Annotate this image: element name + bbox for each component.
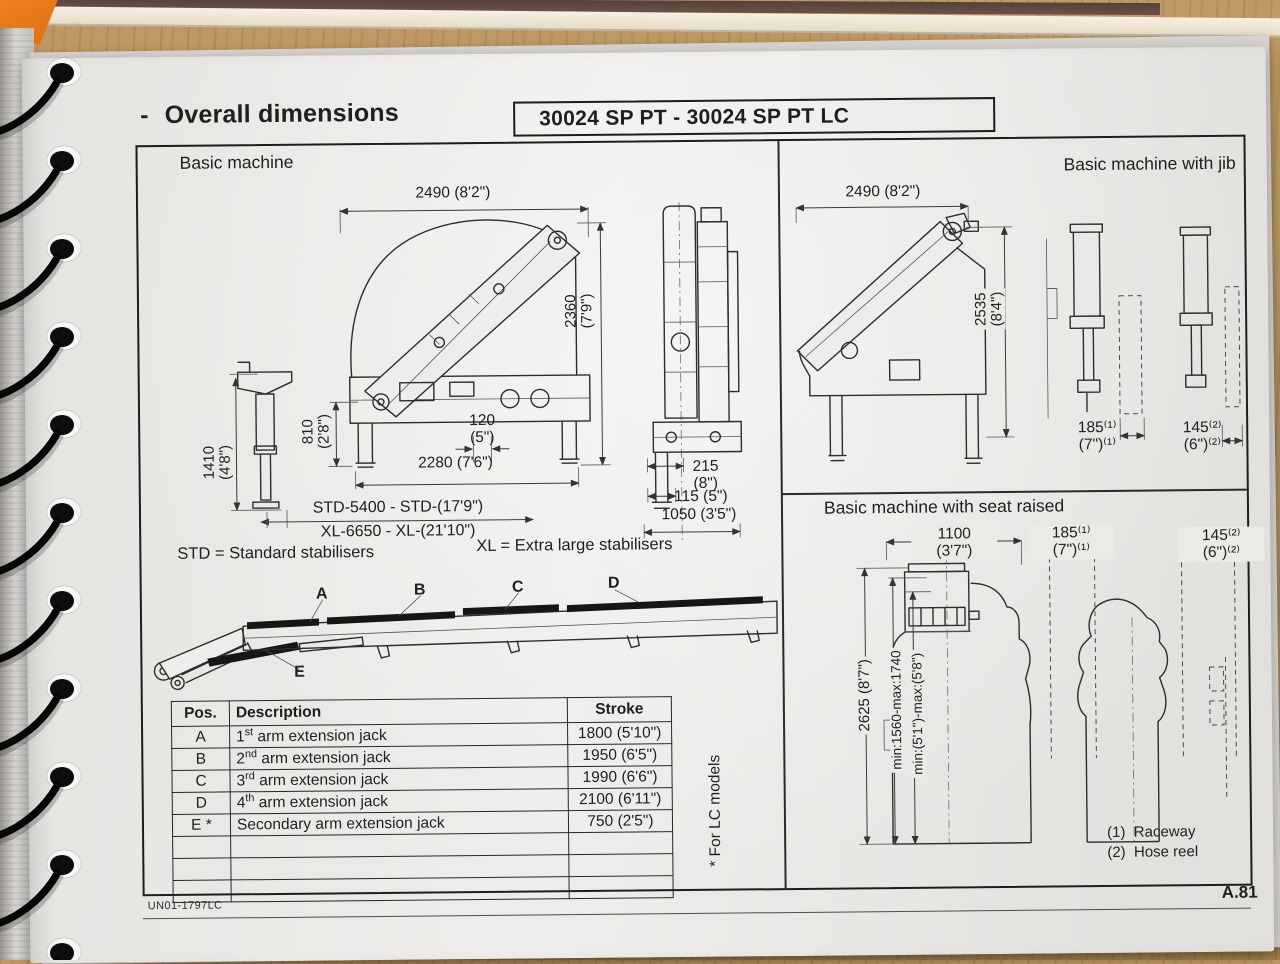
jib-dim-width: 2490 (8'2")	[803, 182, 963, 201]
jib-dim-raceway: 185⁽¹⁾ (7")⁽¹⁾	[1057, 419, 1137, 454]
boom-extension-drawing	[147, 581, 788, 702]
content-frame: Basic machine Basic machine with jib Bas…	[135, 135, 1252, 897]
footer-rule	[143, 908, 1251, 920]
boom-label-e: E	[287, 664, 311, 682]
col-description: Description	[229, 698, 567, 726]
stroke-a: 1800 (5'10")	[578, 724, 662, 742]
seat-dim-width: 1100 (3'7")	[911, 525, 997, 561]
seat-raised-label: Basic machine with seat raised	[824, 495, 1064, 518]
seat-dim-raceway: 185⁽¹⁾ (7")⁽¹⁾	[1028, 524, 1114, 560]
stroke-b: 1950 (6'5")	[582, 746, 657, 764]
std-note: STD = Standard stabilisers	[177, 543, 374, 564]
desc-b: 2	[236, 751, 245, 768]
manual-page: -Overall dimensions 30024 SP PT - 30024 …	[22, 46, 1275, 963]
title-dash: -	[140, 101, 149, 130]
footnote-hose-reel: (2) Hose reel	[1107, 843, 1198, 861]
stroke-table: Pos. Description Stroke A 1st arm extens…	[171, 696, 674, 903]
desc-d: 4	[237, 795, 246, 812]
dim-leg: 1410 (4'8")	[202, 445, 234, 480]
dim-front-c: 1050 (3'5")	[624, 505, 774, 524]
dim-height: 2360 (7'9")	[563, 293, 595, 328]
dim-track: 2280 (7'6")	[365, 453, 545, 472]
jib-dim-hose: 145⁽²⁾ (6")⁽²⁾	[1162, 419, 1242, 454]
std-span: STD-5400 - STD-(17'9")	[263, 497, 533, 517]
pos-a: A	[195, 728, 206, 745]
horizontal-divider	[782, 489, 1247, 495]
desc-a: 1	[236, 729, 245, 746]
boom-label-b: B	[408, 581, 432, 599]
xl-note: XL = Extra large stabilisers	[476, 535, 672, 556]
page-number: A.81	[1180, 883, 1258, 904]
dim-width-top: 2490 (8'2")	[363, 183, 543, 202]
col-stroke: Stroke	[567, 697, 671, 723]
pos-d: D	[196, 794, 207, 811]
pos-b: B	[196, 750, 207, 767]
pos-e: E *	[191, 816, 212, 833]
page-title: -Overall dimensions	[140, 99, 399, 130]
spiral-binding	[0, 0, 120, 960]
dim-clearance: 810 (2'8")	[300, 414, 332, 449]
boom-label-a: A	[310, 585, 334, 603]
stroke-d: 2100 (6'11")	[579, 790, 661, 808]
dim-front-b: 115 (5")	[636, 487, 766, 506]
seat-dim-height: 2625 (8'7")	[857, 656, 874, 735]
jib-dim-height: 2535 (8'4")	[973, 289, 1005, 330]
seat-dim-minmax-mm: min:1560-max:1740	[889, 647, 904, 772]
title-text: Overall dimensions	[165, 99, 400, 129]
vertical-divider	[777, 141, 786, 888]
model-box: 30024 SP PT - 30024 SP PT LC	[513, 97, 995, 137]
stroke-c: 1990 (6'6")	[583, 768, 658, 786]
desc-c: 3	[236, 773, 245, 790]
dim-offset: 120 (5")	[445, 412, 519, 447]
pos-c: C	[195, 772, 206, 789]
basic-machine-label: Basic machine	[180, 152, 294, 174]
boom-label-d: D	[602, 575, 626, 593]
document-code: UN01-1797LC	[148, 899, 223, 912]
lc-models-note: * For LC models	[707, 755, 724, 867]
footnote-raceway: (1) Raceway	[1107, 823, 1196, 841]
col-pos: Pos.	[171, 701, 229, 727]
table-row-empty	[173, 876, 673, 903]
stroke-e: 750 (2'5")	[587, 812, 653, 830]
boom-label-c: C	[506, 579, 530, 597]
model-label: 30024 SP PT - 30024 SP PT LC	[515, 99, 993, 132]
side-view-drawing	[198, 193, 621, 532]
seat-dim-minmax-ft: min:(5'1")-max:(5'8")	[910, 650, 925, 778]
seat-dim-hose: 145⁽²⁾ (6")⁽²⁾	[1178, 526, 1264, 562]
